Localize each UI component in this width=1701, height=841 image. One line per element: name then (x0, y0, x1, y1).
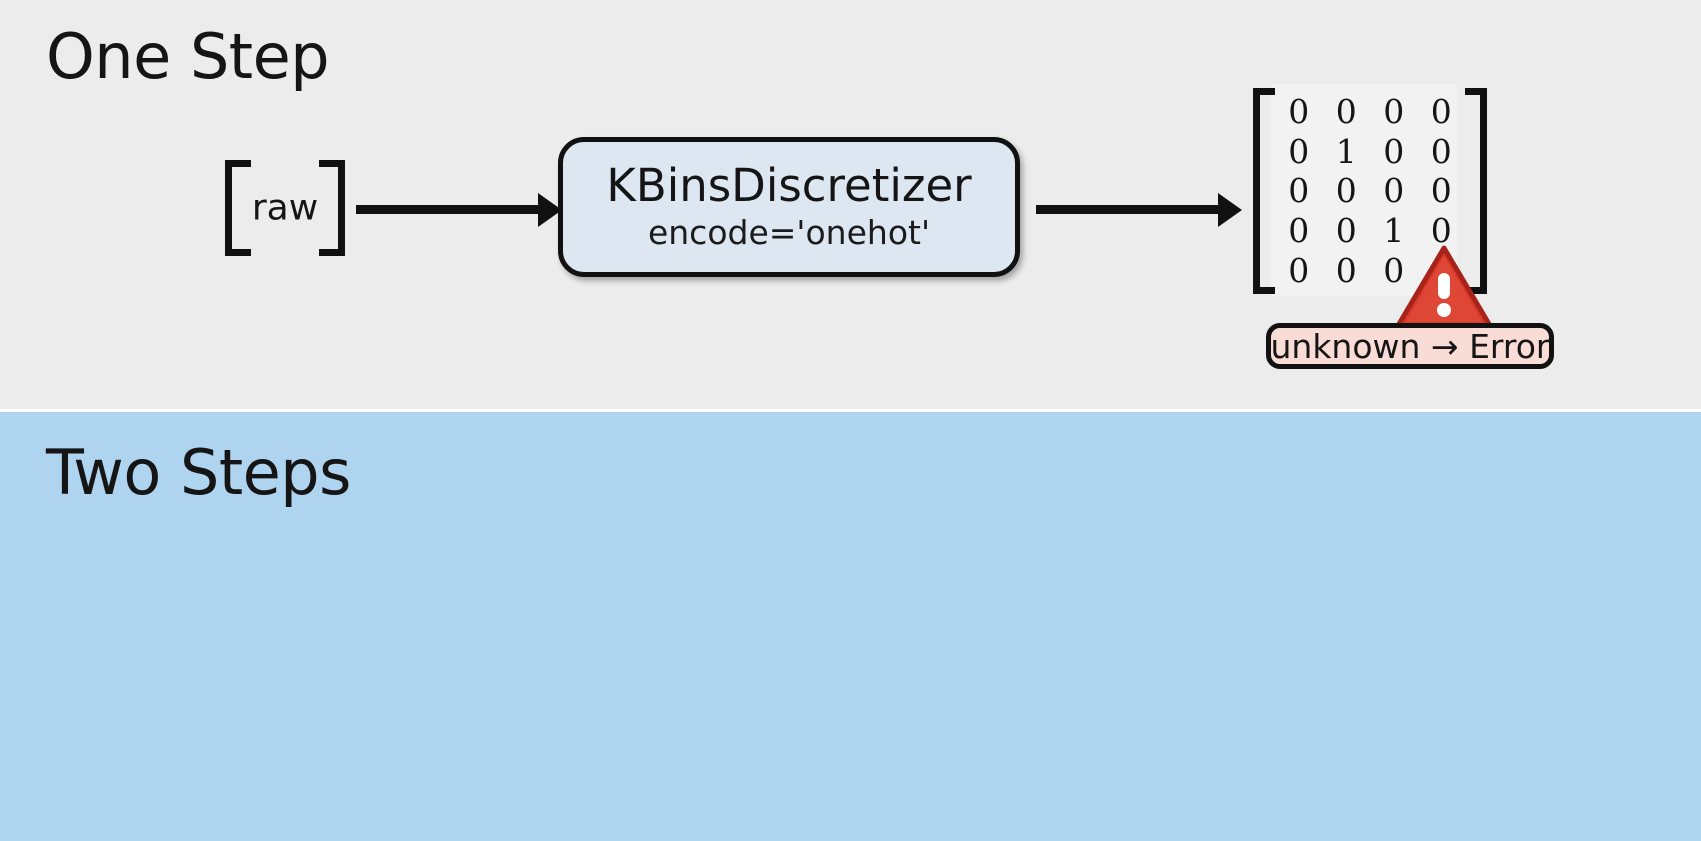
status-badge-error: unknown → Error (1266, 323, 1554, 369)
matrix-cell: 1 (1383, 211, 1405, 251)
matrix-cell: 0 (1288, 211, 1310, 251)
matrix-cell: 0 (1288, 250, 1310, 290)
arrow-estimator-to-output (1036, 205, 1220, 214)
matrix-cell: 0 (1430, 131, 1452, 171)
section-title-one-step: One Step (46, 20, 330, 93)
matrix-cell: 0 (1430, 211, 1452, 251)
matrix-cell: 0 (1288, 171, 1310, 211)
matrix-cell: 0 (1288, 131, 1310, 171)
raw-input-chip: raw (225, 160, 345, 256)
matrix-cell: 0 (1335, 211, 1357, 251)
matrix-cell: 0 (1383, 92, 1405, 132)
estimator-kbinsdiscretizer-onehot[interactable]: KBinsDiscretizer encode='onehot' (558, 137, 1020, 277)
warning-triangle-icon (1395, 244, 1493, 331)
matrix-bracket-left-icon (1253, 88, 1275, 294)
matrix-cell: 0 (1288, 92, 1310, 132)
matrix-cell: 0 (1335, 92, 1357, 132)
raw-input-label: raw (251, 187, 319, 229)
matrix-cell: 0 (1383, 171, 1405, 211)
panel-divider (0, 409, 1701, 412)
matrix-backdrop (1271, 84, 1457, 296)
matrix-cell: 0 (1383, 131, 1405, 171)
matrix-bracket-right-icon (1465, 88, 1487, 294)
bracket-right-icon (319, 160, 345, 256)
matrix-cell: 0 (1383, 250, 1405, 290)
matrix-cell: 0 (1430, 171, 1452, 211)
estimator-name: KBinsDiscretizer (606, 159, 972, 213)
bracket-left-icon (225, 160, 251, 256)
matrix-cell: 0 (1335, 250, 1357, 290)
section-title-two-steps: Two Steps (46, 436, 351, 509)
section-two-steps: Two Steps KBinsDiscretizer encode='ordin… (0, 412, 1701, 841)
arrow-raw-to-estimator (356, 205, 540, 214)
matrix-cell: 1 (1335, 131, 1357, 171)
estimator-param: encode='onehot' (647, 212, 931, 252)
section-one-step: One Step raw KBinsDiscretizer encode='on… (0, 0, 1701, 412)
matrix-cell: 0 (1430, 92, 1452, 132)
matrix-cell: 0 (1335, 171, 1357, 211)
